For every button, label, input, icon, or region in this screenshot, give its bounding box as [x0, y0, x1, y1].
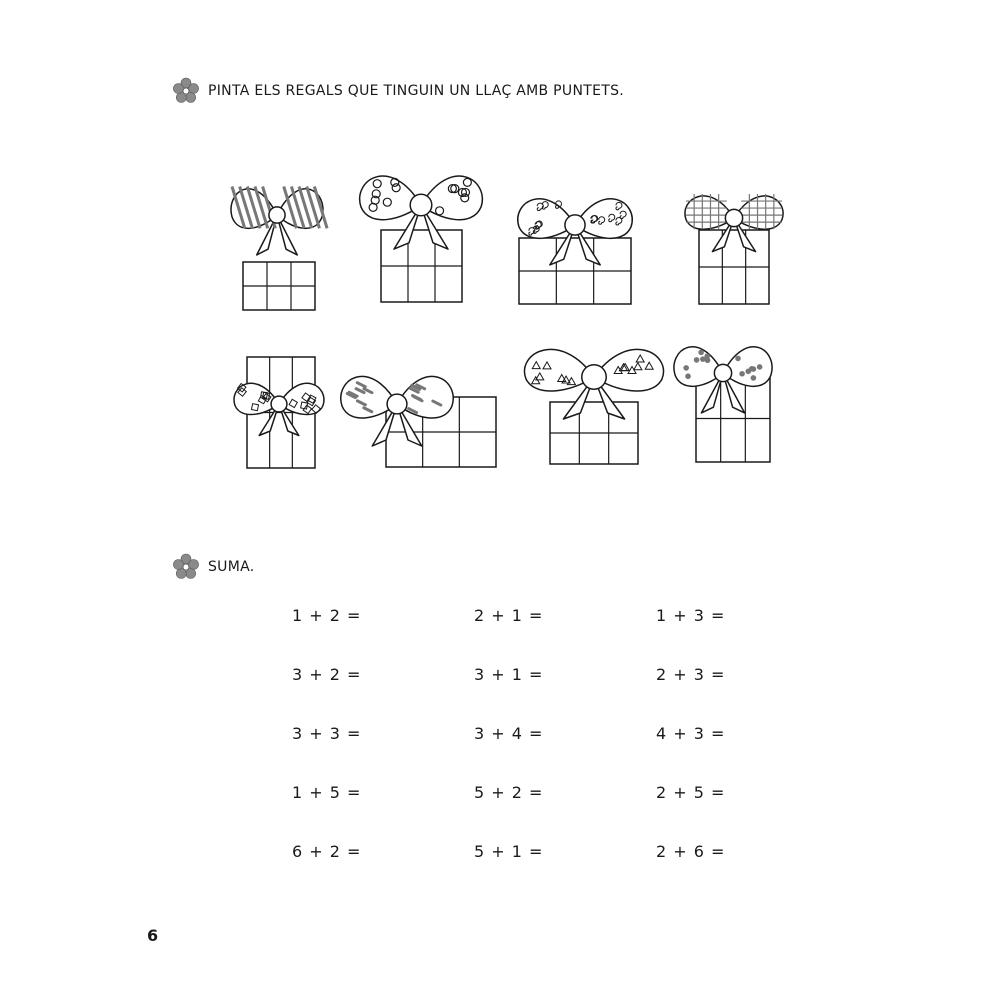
gift-triangles: [523, 348, 665, 465]
gift-dashes: [340, 375, 497, 468]
sum-exercise: 5 + 1 =: [474, 842, 544, 861]
gift-squares: [233, 356, 325, 469]
sum-exercise: 2 + 5 =: [656, 783, 726, 802]
instruction-paint-gifts: PINTA ELS REGALS QUE TINGUIN UN LLAÇ AMB…: [172, 77, 624, 105]
sum-exercise: 2 + 3 =: [656, 665, 726, 684]
flower-icon: [173, 77, 199, 103]
gift-plaid: [684, 194, 784, 305]
sum-exercise: 5 + 2 =: [474, 783, 544, 802]
instruction-text: PINTA ELS REGALS QUE TINGUIN UN LLAÇ AMB…: [208, 83, 625, 99]
sum-exercise: 3 + 3 =: [292, 724, 362, 743]
sum-exercise: 6 + 2 =: [292, 842, 362, 861]
page-number: 6: [147, 926, 159, 945]
gift-circles: [358, 175, 484, 303]
gifts-illustration: [230, 175, 784, 469]
sum-exercise: 1 + 2 =: [292, 606, 362, 625]
gift-dots: [673, 346, 773, 463]
sum-exercise: 2 + 1 =: [474, 606, 544, 625]
sum-exercise: 3 + 1 =: [474, 665, 544, 684]
flower-icon: [173, 553, 199, 579]
gift-stripes: [230, 186, 329, 311]
instruction-text: SUMA.: [208, 559, 255, 575]
instruction-sum: SUMA.: [172, 553, 255, 581]
sum-exercise: 3 + 2 =: [292, 665, 362, 684]
gift-swirls: [517, 198, 633, 305]
sum-exercise: 1 + 3 =: [656, 606, 726, 625]
sum-exercise: 3 + 4 =: [474, 724, 544, 743]
sum-exercise: 2 + 6 =: [656, 842, 726, 861]
sum-exercise: 4 + 3 =: [656, 724, 726, 743]
sum-exercise: 1 + 5 =: [292, 783, 362, 802]
